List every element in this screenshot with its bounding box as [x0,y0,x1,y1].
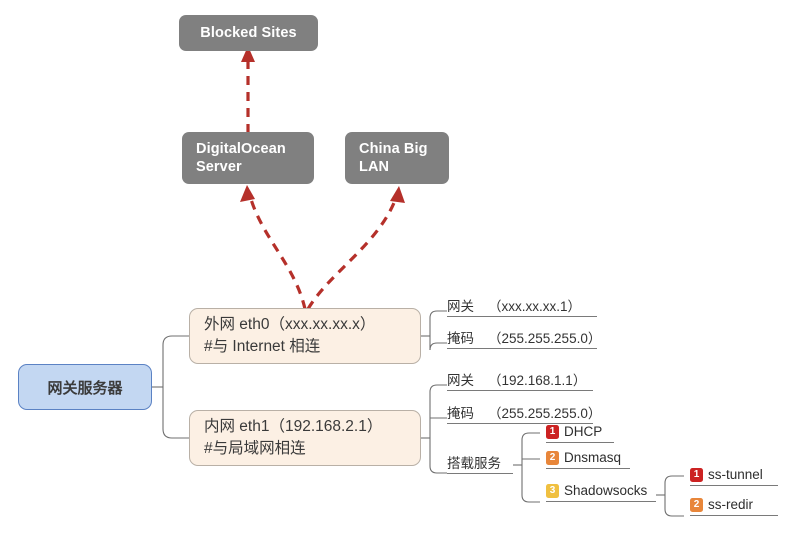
services-group-label: 搭载服务 [447,455,513,474]
eth0-gateway-leaf: 网关 （xxx.xx.xx.1） [447,298,597,317]
node-eth0-line2: #与 Internet 相连 [204,338,321,355]
eth0-netmask-key: 掩码 [447,331,474,346]
node-gateway-server-label: 网关服务器 [47,379,123,397]
service-label-dhcp: DHCP [564,424,603,439]
node-digitalocean-server[interactable]: DigitalOcean Server [182,132,314,184]
service-label-shadowsocks: Shadowsocks [564,483,648,498]
service-item-ss-redir[interactable]: 2 ss-redir [690,496,778,516]
ss-tunnel-label: ss-tunnel [708,467,763,482]
eth1-netmask-key: 掩码 [447,406,474,421]
eth1-gateway-value: （192.168.1.1） [488,373,587,388]
node-china-big-lan-label: China Big LAN [359,140,428,176]
service-item-dnsmasq[interactable]: 2 Dnsmasq [546,449,630,469]
node-blocked-sites-label: Blocked Sites [200,24,297,41]
node-eth0[interactable]: 外网 eth0（xxx.xx.xx.x） #与 Internet 相连 [189,308,421,364]
node-eth0-line1: 外网 eth0（xxx.xx.xx.x） [204,315,376,333]
node-eth1-line1: 内网 eth1（192.168.2.1） [204,417,383,435]
node-digitalocean-server-line2: Server [196,159,242,175]
eth0-gateway-value: （xxx.xx.xx.1） [488,299,582,314]
eth0-gateway-key: 网关 [447,299,474,314]
node-gateway-server[interactable]: 网关服务器 [18,364,152,410]
node-eth0-label: 外网 eth0（xxx.xx.xx.x） #与 Internet 相连 [204,314,375,359]
service-badge-3: 3 [546,483,559,498]
service-item-shadowsocks[interactable]: 3 Shadowsocks [546,482,656,502]
services-group-label-text: 搭载服务 [447,456,501,471]
eth1-gateway-leaf: 网关 （192.168.1.1） [447,372,593,391]
eth1-netmask-value: （255.255.255.0） [488,406,602,421]
ss-redir-label: ss-redir [708,497,754,512]
ss-tunnel-badge-1: 1 [690,467,703,482]
node-eth1[interactable]: 内网 eth1（192.168.2.1） #与局域网相连 [189,410,421,466]
node-digitalocean-server-label: DigitalOcean Server [196,140,286,176]
service-label-dnsmasq: Dnsmasq [564,450,622,465]
eth1-gateway-key: 网关 [447,373,474,388]
service-badge-1: 1 [546,424,559,439]
eth0-netmask-value: （255.255.255.0） [488,331,602,346]
node-blocked-sites[interactable]: Blocked Sites [179,15,318,51]
node-china-big-lan-line2: LAN [359,159,390,175]
node-china-big-lan[interactable]: China Big LAN [345,132,449,184]
service-badge-2: 2 [546,450,559,465]
service-item-ss-tunnel[interactable]: 1 ss-tunnel [690,466,778,486]
eth0-netmask-leaf: 掩码 （255.255.255.0） [447,330,601,349]
service-item-dhcp[interactable]: 1 DHCP [546,423,614,443]
ss-redir-badge-2: 2 [690,497,703,512]
node-china-big-lan-line1: China Big [359,140,428,157]
node-eth1-line2: #与局域网相连 [204,440,306,457]
node-eth1-label: 内网 eth1（192.168.2.1） #与局域网相连 [204,416,382,461]
node-digitalocean-server-line1: DigitalOcean [196,140,286,157]
eth1-netmask-leaf: 掩码 （255.255.255.0） [447,405,601,424]
